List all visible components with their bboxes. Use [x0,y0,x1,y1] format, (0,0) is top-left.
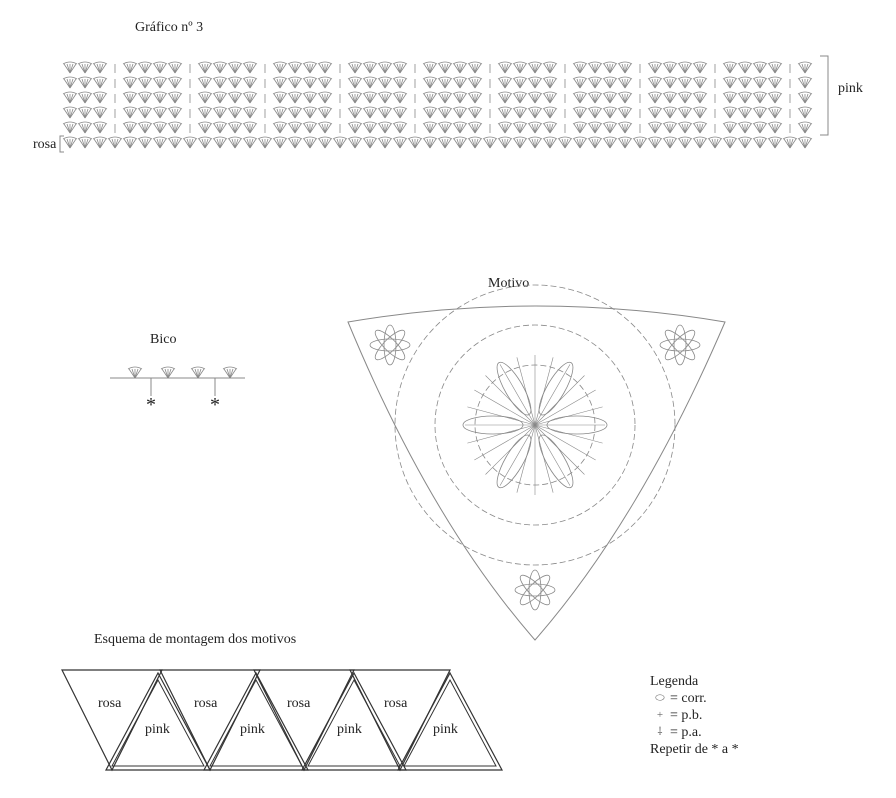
legend-title: Legenda [650,674,699,689]
repeat-star-start: * [146,394,156,416]
triangle-label-rosa: rosa [98,696,122,711]
triangle-label-pink: pink [240,722,265,737]
triangle-label-pink: pink [433,722,458,737]
bico-chart [110,366,245,396]
stitch-chart [62,61,813,149]
rosa-bracket [59,135,64,153]
legend-repeat-note: Repetir de * a * [650,742,739,757]
bico-title: Bico [150,332,177,347]
assembly-title: Esquema de montagem dos motivos [94,632,297,647]
pink-rows-label: pink [838,81,863,96]
legend: Legenda ⬭ = corr. + = p.b. ⸸ = p.a. Repe… [650,673,739,758]
legend-item: ⬭ = corr. [650,690,739,707]
double-crochet-icon: ⸸ [657,726,663,738]
motif-chart [347,284,726,641]
chain-stitch-icon: ⬭ [655,692,665,704]
triangle-label-pink: pink [145,722,170,737]
assembly-scheme [61,669,504,772]
triangle-label-pink: pink [337,722,362,737]
chart-title: Gráfico nº 3 [135,20,204,35]
rosa-row-label: rosa [33,137,57,152]
triangle-label-rosa: rosa [384,696,408,711]
legend-item: ⸸ = p.a. [650,724,739,741]
single-crochet-icon: + [656,709,664,721]
pink-bracket [820,55,829,136]
triangle-label-rosa: rosa [194,696,218,711]
motivo-title: Motivo [488,276,530,291]
repeat-star-end: * [210,394,220,416]
legend-item: + = p.b. [650,707,739,724]
triangle-label-rosa: rosa [287,696,311,711]
